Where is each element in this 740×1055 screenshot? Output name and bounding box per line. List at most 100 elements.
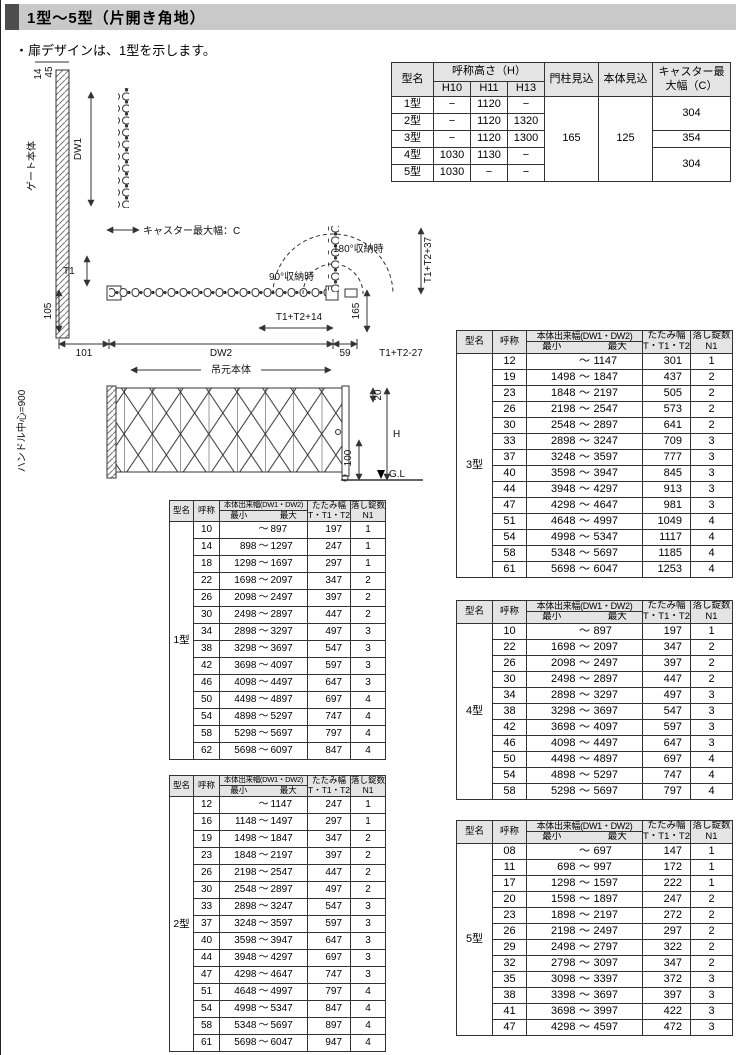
cell-locks: 3: [350, 914, 387, 933]
cell-tilde: ～: [576, 735, 593, 753]
label-store-180: 180°収納時: [333, 242, 384, 255]
cell-max: 3247: [269, 897, 308, 916]
cell-fold: 747: [642, 767, 691, 785]
cell-name: 54: [492, 767, 527, 785]
header-tilde-spacer: [576, 341, 593, 355]
cell-max: 2897: [269, 605, 308, 624]
cell-fold: 297: [306, 554, 352, 573]
cell-locks: 1: [690, 875, 733, 893]
caster-stub: [344, 288, 358, 298]
cell-min: 2898: [219, 622, 258, 641]
cell-max: 2497: [269, 588, 308, 607]
cell-fold: 347: [642, 639, 691, 657]
cell-tilde: ～: [576, 671, 593, 689]
cell-fold: 197: [306, 520, 352, 539]
cell-min: 1598: [526, 891, 577, 909]
cell-name: 26: [492, 401, 527, 419]
cell-name: 47: [492, 497, 527, 515]
cell-fold: 777: [642, 449, 691, 467]
spec-header-h11: H11: [470, 81, 508, 97]
cell-locks: 2: [690, 417, 733, 435]
header-min: 最小: [219, 784, 258, 797]
cell-tilde: ～: [576, 751, 593, 769]
cell-tilde: ～: [257, 537, 270, 556]
cell-locks: 4: [350, 1016, 387, 1035]
cell-name: 18: [193, 554, 220, 573]
cell-tilde: ～: [576, 859, 593, 877]
cell-fold: 447: [642, 671, 691, 689]
cell-name: 40: [492, 465, 527, 483]
cell-min: 3298: [219, 639, 258, 658]
cell-min: 4298: [526, 497, 577, 515]
cell-fold: 505: [642, 385, 691, 403]
cell-tilde: ～: [257, 812, 270, 831]
cell-min: 1898: [526, 907, 577, 925]
cell-tilde: ～: [576, 623, 593, 641]
cell-max: 3697: [269, 639, 308, 658]
header-max: 最大: [592, 341, 643, 355]
cell-locks: 2: [350, 588, 387, 607]
cell-min: [526, 843, 577, 861]
cell-name: 23: [193, 846, 220, 865]
cell-min: 5698: [219, 1033, 258, 1052]
label-handle-center: ハンドル中心=900: [15, 389, 28, 472]
cell-fold: 597: [642, 719, 691, 737]
cell-tilde: ～: [576, 433, 593, 451]
cell-min: [526, 623, 577, 641]
cell-fold: 397: [642, 655, 691, 673]
cell-fold: 222: [642, 875, 691, 893]
cell-max: 1297: [269, 537, 308, 556]
cell-max: 4297: [269, 948, 308, 967]
cell-tilde: ～: [576, 385, 593, 403]
cell-max: 3297: [592, 687, 643, 705]
cell-tilde: ～: [576, 767, 593, 785]
cell-min: 2498: [219, 605, 258, 624]
label-h: H: [393, 429, 400, 440]
cell-name: 54: [193, 999, 220, 1018]
caster-wheel: [341, 474, 349, 482]
cell-locks: 3: [690, 971, 733, 989]
cell-locks: 3: [350, 622, 387, 641]
spec-header-height: 呼称高さ（H）: [433, 62, 545, 82]
cell-locks: 4: [350, 1033, 387, 1052]
cell-max: 2547: [269, 863, 308, 882]
cell-tilde: ～: [257, 897, 270, 916]
accordion-gate-elevation: [115, 387, 343, 473]
spec-header-caster: キャスター最大幅（C）: [652, 62, 731, 97]
cell-name: 38: [492, 987, 527, 1005]
cell-max: 3097: [592, 955, 643, 973]
cell-fold: 797: [306, 724, 352, 743]
cell-max: 4497: [269, 673, 308, 692]
cell-name: 54: [492, 529, 527, 547]
cell-locks: 1: [350, 537, 387, 556]
cell-tilde: ～: [576, 497, 593, 515]
cell-name: 42: [193, 656, 220, 675]
cell-min: 3698: [526, 719, 577, 737]
model-name-cell: 3型: [456, 353, 493, 579]
cell-max: 2897: [269, 880, 308, 899]
cell-tilde: ～: [576, 639, 593, 657]
label-dim-100: 100: [343, 449, 354, 466]
cell-tilde: ～: [576, 449, 593, 467]
cell-tilde: ～: [576, 687, 593, 705]
cell-min: [219, 520, 258, 539]
cell-tilde: ～: [576, 719, 593, 737]
spec-table: 型名 呼称高さ（H） 門柱見込 本体見込 キャスター最大幅（C） H10 H11…: [391, 62, 731, 182]
cell-max: 997: [592, 859, 643, 877]
cell-locks: 3: [350, 948, 387, 967]
cell-max: 4097: [269, 656, 308, 675]
